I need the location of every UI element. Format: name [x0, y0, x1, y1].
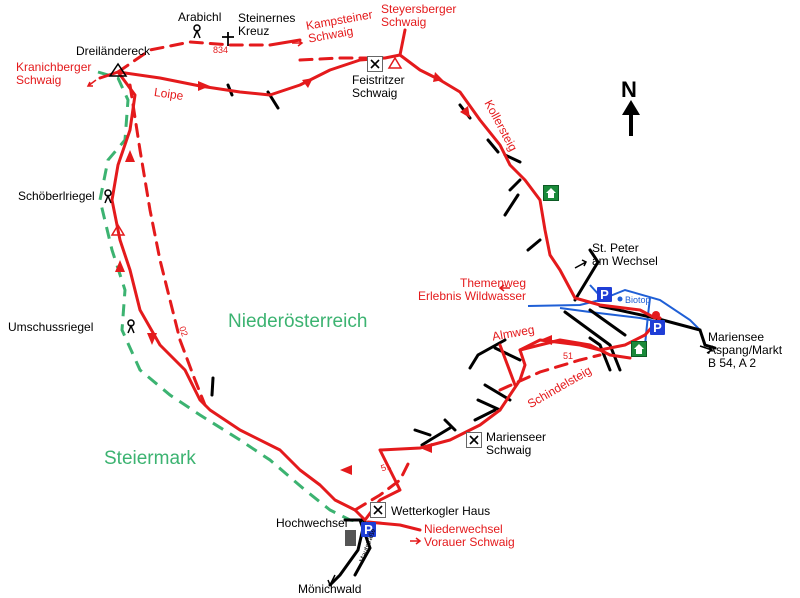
arrow [147, 333, 157, 345]
stream [527, 288, 701, 331]
label-dreilaendereck: Dreiländereck [76, 44, 151, 58]
arrow [302, 78, 313, 88]
main-loop [116, 53, 657, 320]
state-border [97, 70, 381, 527]
arrow [460, 106, 470, 118]
arrow-mariensee [699, 345, 714, 354]
label-marienseer: Marienseer Schwaig [486, 430, 547, 457]
arrow-niederwechsel [410, 537, 422, 545]
label-trail-834: 834 [213, 45, 229, 55]
label-schoeberlriegel: Schöberlriegel [18, 189, 95, 203]
parking-icon: P [597, 287, 612, 302]
hut-icon [543, 185, 559, 201]
arrow-themenweg [498, 284, 510, 292]
parking-icon: P [361, 522, 376, 537]
warning-triangle [110, 223, 126, 236]
label-hochwechsel: Hochwechsel [276, 516, 348, 530]
main-loop [110, 70, 367, 522]
road [413, 418, 457, 447]
steyersberger-link [398, 28, 407, 57]
trail-51-east [498, 353, 602, 392]
biotop-dot [617, 296, 623, 302]
north-arrow [622, 100, 640, 136]
marienseer-route [363, 316, 662, 522]
label-umschussriegel: Umschussriegel [8, 320, 94, 334]
restaurant-icon [370, 502, 386, 518]
almweg [498, 338, 632, 387]
north-label: N [621, 77, 637, 102]
arrow [125, 150, 135, 162]
label-st-peter: St. Peter am Wechsel [592, 241, 658, 268]
hut-icon [631, 341, 647, 357]
label-kranichberger: Kranichberger Schwaig [16, 60, 92, 87]
label-arabichl: Arabichl [178, 10, 222, 24]
chapel-icon [345, 530, 356, 546]
label-biotop: Biotop [625, 295, 651, 305]
road [210, 376, 367, 587]
arrow [198, 81, 210, 91]
parking-icon: P [650, 320, 665, 335]
trail-834 [116, 40, 272, 74]
summit-markers [104, 24, 403, 334]
arrow-kampsteiner [292, 39, 304, 47]
label-wetterkogler: Wetterkogler Haus [391, 504, 491, 518]
kampsteiner-link [268, 38, 302, 47]
arrow [540, 335, 552, 345]
restaurant-icon [466, 432, 482, 448]
road [468, 336, 612, 422]
label-steyersberger: Steyersberger Schwaig [381, 2, 457, 29]
trailhead-dot [652, 311, 660, 319]
label-mariensee: Mariensee Aspang/Markt B 54, A 2 [708, 330, 783, 370]
kranichberger-link [98, 70, 120, 80]
arrow [420, 443, 432, 453]
restaurant-icon [367, 56, 383, 72]
arrow-st-peter [574, 259, 588, 269]
label-steinernes-kreuz: Steinernes Kreuz [238, 11, 296, 38]
cross-icon [222, 32, 234, 46]
arrow [433, 72, 443, 82]
label-niederwechsel: Niederwechsel Vorauer Schwaig [424, 522, 515, 549]
label-feistritzer: Feistritzer Schwaig [352, 73, 405, 100]
niederwechsel-link [366, 520, 422, 532]
trail-51 [353, 458, 412, 512]
region-steiermark: Steiermark [104, 448, 196, 469]
label-themenweg: Themenweg Erlebnis Wildwasser [418, 276, 527, 303]
arrow [115, 260, 125, 272]
label-moenichwald: Mönichwald [298, 582, 362, 596]
label-trail-51a: 51 [563, 351, 574, 361]
summit-triangle [108, 62, 128, 77]
arrow-moenichwald [327, 574, 336, 587]
road [563, 248, 717, 372]
region-niederoesterreich: Niederösterreich [228, 311, 368, 332]
arrow [340, 465, 352, 475]
trail-02 [128, 83, 207, 407]
warning-triangle [387, 56, 403, 69]
arrow-kranichberger [86, 79, 97, 87]
